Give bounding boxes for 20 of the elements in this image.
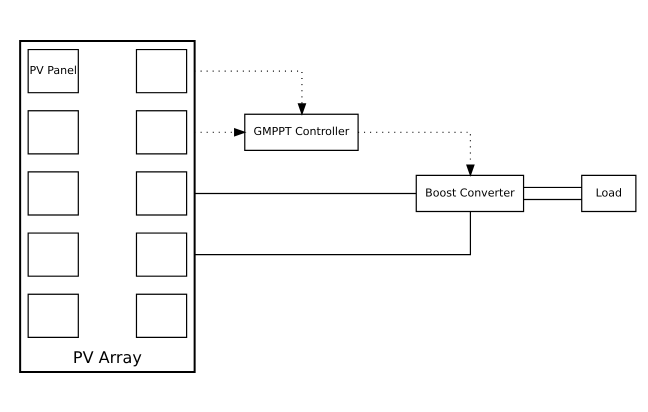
- node-box: [136, 110, 188, 154]
- arrow: [194, 70, 306, 116]
- connector: [194, 192, 416, 194]
- node-box: [28, 293, 79, 338]
- node-box: GMPPT Controller: [244, 113, 359, 150]
- arrow: [194, 127, 246, 136]
- arrow: [358, 131, 475, 176]
- node-box: Boost Converter: [416, 174, 524, 212]
- node-box: Load: [581, 174, 636, 212]
- connector: [524, 186, 582, 188]
- node-box: [136, 293, 188, 338]
- node-box: [136, 232, 188, 276]
- node-box: [136, 170, 188, 216]
- connector: [524, 198, 582, 200]
- node-box: [136, 48, 188, 93]
- node-box: [28, 232, 79, 276]
- node-box: [28, 170, 79, 216]
- node-box: PV Panel: [28, 48, 79, 93]
- node-box: [28, 110, 79, 154]
- connector: [194, 211, 472, 255]
